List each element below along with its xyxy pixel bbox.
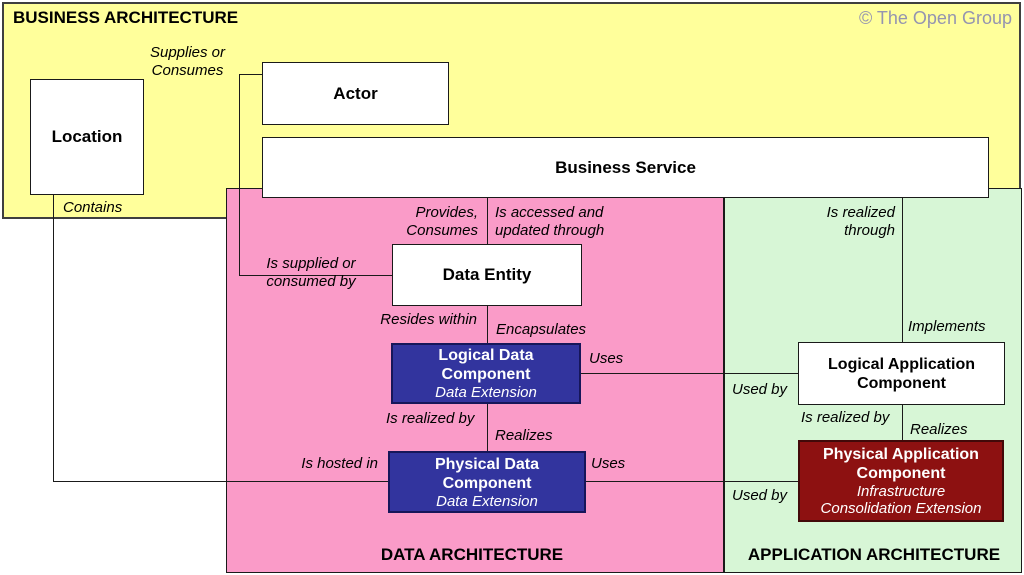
connector-physical-data-physical-app <box>586 481 798 482</box>
data-architecture-title: DATA ARCHITECTURE <box>380 545 564 564</box>
label-is-hosted-in: Is hosted in <box>301 455 378 472</box>
label-is-supplied-or-consumed-by: Is supplied or consumed by <box>266 255 356 290</box>
connector-actor-data-entity-bottom <box>239 275 392 276</box>
label-used-by-physical: Used by <box>732 487 788 504</box>
node-logical-application-component-title: Logical Application Component <box>828 355 975 392</box>
label-is-realized-by-data: Is realized by <box>386 410 475 427</box>
label-provides-consumes: Provides, Consumes <box>406 204 478 239</box>
connector-location-physical-data-vertical <box>53 195 54 481</box>
node-business-service-title: Business Service <box>555 157 696 177</box>
label-contains: Contains <box>63 199 123 216</box>
node-business-service: Business Service <box>262 137 989 198</box>
node-physical-data-component-subtitle: Data Extension <box>436 492 538 510</box>
connector-data-entity-logical-data <box>487 306 488 344</box>
connector-location-physical-data-horizontal <box>53 481 389 482</box>
node-actor-title: Actor <box>333 83 378 103</box>
connector-actor-data-entity-vertical <box>239 74 240 275</box>
label-realizes-data: Realizes <box>495 427 553 444</box>
connector-actor-data-entity-top <box>239 74 263 75</box>
node-logical-application-component: Logical Application Component <box>798 342 1005 405</box>
business-architecture-title: BUSINESS ARCHITECTURE <box>13 8 239 27</box>
node-physical-application-component-subtitle: Infrastructure Consolidation Extension <box>820 483 982 517</box>
connector-business-service-data-entity <box>487 198 488 244</box>
copyright-notice: © The Open Group <box>858 8 1012 28</box>
node-physical-data-component-title: Physical Data Component <box>434 455 540 492</box>
node-location-title: Location <box>51 127 123 146</box>
label-used-by-logical: Used by <box>732 381 788 398</box>
node-physical-application-component: Physical Application Component Infrastru… <box>798 440 1004 522</box>
node-logical-data-component-subtitle: Data Extension <box>435 384 537 401</box>
label-supplies-or-consumes: Supplies or Consumes <box>149 44 226 79</box>
node-physical-data-component: Physical Data Component Data Extension <box>388 451 586 513</box>
node-location: Location <box>30 79 144 195</box>
node-logical-data-component: Logical Data Component Data Extension <box>391 343 581 404</box>
label-uses-physical: Uses <box>591 455 626 472</box>
node-physical-application-component-title: Physical Application Component <box>823 446 979 482</box>
label-realizes-app: Realizes <box>910 421 968 438</box>
label-implements: Implements <box>908 318 986 335</box>
label-resides-within: Resides within <box>380 311 477 328</box>
node-logical-data-component-title: Logical Data Component <box>438 347 534 383</box>
label-uses-logical: Uses <box>589 350 624 367</box>
connector-logical-data-logical-app <box>581 373 798 374</box>
connector-logical-app-physical-app <box>902 405 903 441</box>
connector-logical-data-physical-data <box>487 404 488 452</box>
label-is-realized-through: Is realized through <box>826 204 895 239</box>
label-is-accessed-and-updated-through: Is accessed and updated through <box>495 204 605 239</box>
label-is-realized-by-app: Is realized by <box>801 409 890 426</box>
node-data-entity: Data Entity <box>392 244 582 306</box>
label-encapsulates: Encapsulates <box>496 321 587 338</box>
node-data-entity-title: Data Entity <box>442 265 532 284</box>
application-architecture-title: APPLICATION ARCHITECTURE <box>747 545 1001 564</box>
node-actor: Actor <box>262 62 449 125</box>
connector-business-service-logical-app <box>902 198 903 343</box>
